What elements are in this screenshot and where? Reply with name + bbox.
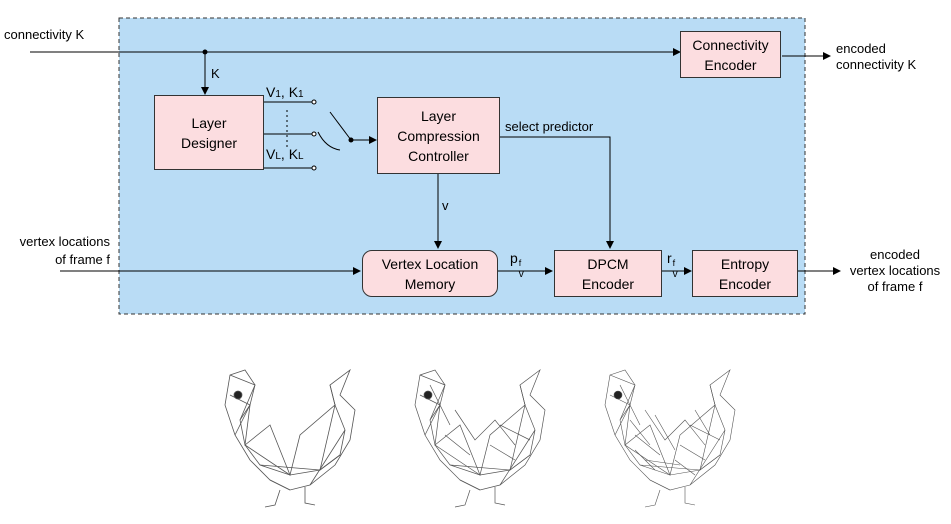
signal-k: K <box>211 66 220 81</box>
k1-sub: 1 <box>298 89 304 100</box>
kl-sub: L <box>298 151 304 162</box>
kl-letter: K <box>288 146 299 162</box>
output-vert-line2: vertex locations <box>849 263 941 278</box>
k1-letter: K <box>288 84 299 100</box>
dpcm-line1: DPCM <box>587 255 629 272</box>
conn-encoder-line2: Encoder <box>704 56 757 73</box>
dpcm-encoder-block: DPCM Encoder <box>554 250 662 297</box>
p-sub: v <box>518 269 524 280</box>
layer-designer-line2: Designer <box>180 134 238 151</box>
p-letter: p <box>510 250 518 266</box>
controller-line2: Compression <box>397 127 480 144</box>
memory-line2: Memory <box>404 275 456 292</box>
controller-line1: Layer <box>420 107 456 124</box>
output-vertex-label: encoded vertex locations of frame f <box>840 247 950 295</box>
signal-v1-k1: V1, K1 <box>266 84 304 103</box>
output-vert-line3: of frame f <box>867 279 923 294</box>
comma-2: , <box>280 146 285 162</box>
input-vertex-line1: vertex locations <box>19 234 110 249</box>
controller-line3: Controller <box>408 147 469 164</box>
output-conn-line2: connectivity K <box>836 57 917 72</box>
switch-contact-l <box>311 165 317 171</box>
layer-designer-line1: Layer <box>191 114 227 131</box>
entropy-line1: Entropy <box>720 255 770 272</box>
signal-select-predictor: select predictor <box>505 119 594 134</box>
entropy-line2: Encoder <box>718 275 772 292</box>
wire-select-predictor <box>500 136 614 249</box>
switch-contact-mid <box>311 131 317 137</box>
conn-encoder-line1: Connectivity <box>692 36 769 53</box>
input-vertex-label: vertex locations of frame f <box>0 233 110 269</box>
input-connectivity-label: connectivity K <box>4 27 85 42</box>
signal-v: v <box>442 198 449 213</box>
r-sub: v <box>672 269 678 280</box>
signal-vl-kl: VL, KL <box>266 146 304 165</box>
vl-sub: L <box>275 151 281 162</box>
r-sup: f <box>672 258 676 268</box>
switch-arc <box>317 131 341 151</box>
output-conn-line1: encoded <box>836 41 886 56</box>
switch-contact-1 <box>311 99 317 105</box>
memory-line1: Vertex Location <box>381 255 479 272</box>
vl-letter: V <box>266 146 276 162</box>
switch-lever <box>329 111 352 141</box>
r-letter: r <box>667 250 672 266</box>
p-sup: f <box>518 258 522 268</box>
output-vert-line1: encoded <box>870 247 920 262</box>
dpcm-line2: Encoder <box>581 275 635 292</box>
v1-letter: V <box>266 84 276 100</box>
v1-sub: 1 <box>275 89 281 100</box>
input-vertex-line2: of frame f <box>55 252 110 267</box>
comma-1: , <box>280 84 285 100</box>
output-connectivity-label: encoded connectivity K <box>836 41 916 73</box>
